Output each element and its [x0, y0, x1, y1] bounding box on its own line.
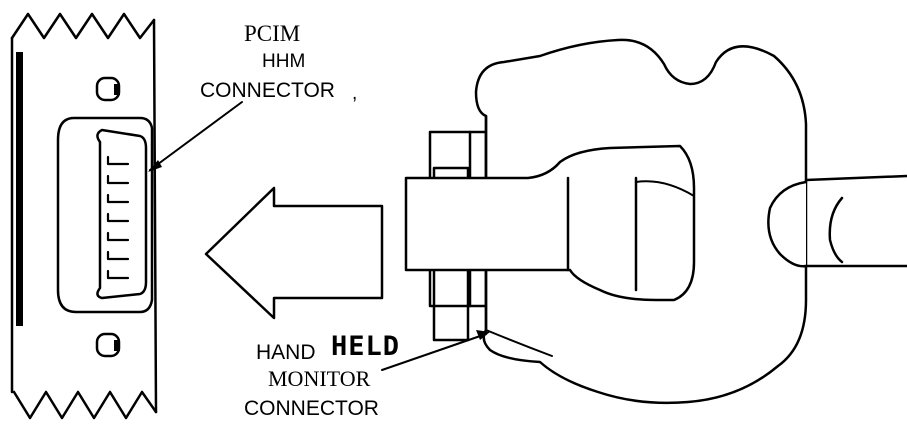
- cable-ferrule: [828, 196, 844, 264]
- connector-shell: [56, 116, 154, 314]
- connector-pins: [106, 155, 130, 280]
- panel-top-zigzag: [10, 12, 156, 40]
- cable-boot: [767, 180, 808, 268]
- pcim-label-line2: HHM: [262, 51, 306, 72]
- cable-top: [804, 174, 907, 182]
- hhm-label-connector: CONNECTOR: [244, 397, 379, 420]
- pcim-label-line1: PCIM: [244, 21, 301, 46]
- hhm-label-monitor: MONITOR: [268, 366, 371, 391]
- latch-curve: [635, 180, 695, 197]
- hhm-label-hand: HAND: [256, 341, 316, 364]
- pcim-panel: [10, 12, 158, 420]
- panel-right-edge: [152, 18, 158, 414]
- pcim-hhm-connector: [56, 116, 154, 314]
- panel-bottom-zigzag: [12, 390, 158, 420]
- latch-strap: [404, 144, 696, 302]
- plug-body-lower-contour: [485, 329, 553, 357]
- top-screw-icon: [95, 76, 121, 102]
- panel-left-shadow: [16, 52, 23, 326]
- pcim-label-line3: CONNECTOR: [200, 79, 335, 102]
- pcim-label-mark: ,: [352, 83, 358, 104]
- connector-face: [96, 128, 148, 300]
- pcim-leader-arrow: [148, 101, 243, 172]
- insert-direction-arrow-icon: [204, 186, 384, 320]
- hhm-plug: [404, 38, 907, 405]
- bottom-screw-icon: [95, 332, 121, 358]
- hhm-leader-arrow: [381, 330, 490, 371]
- hhm-label-held: HELD: [331, 331, 401, 362]
